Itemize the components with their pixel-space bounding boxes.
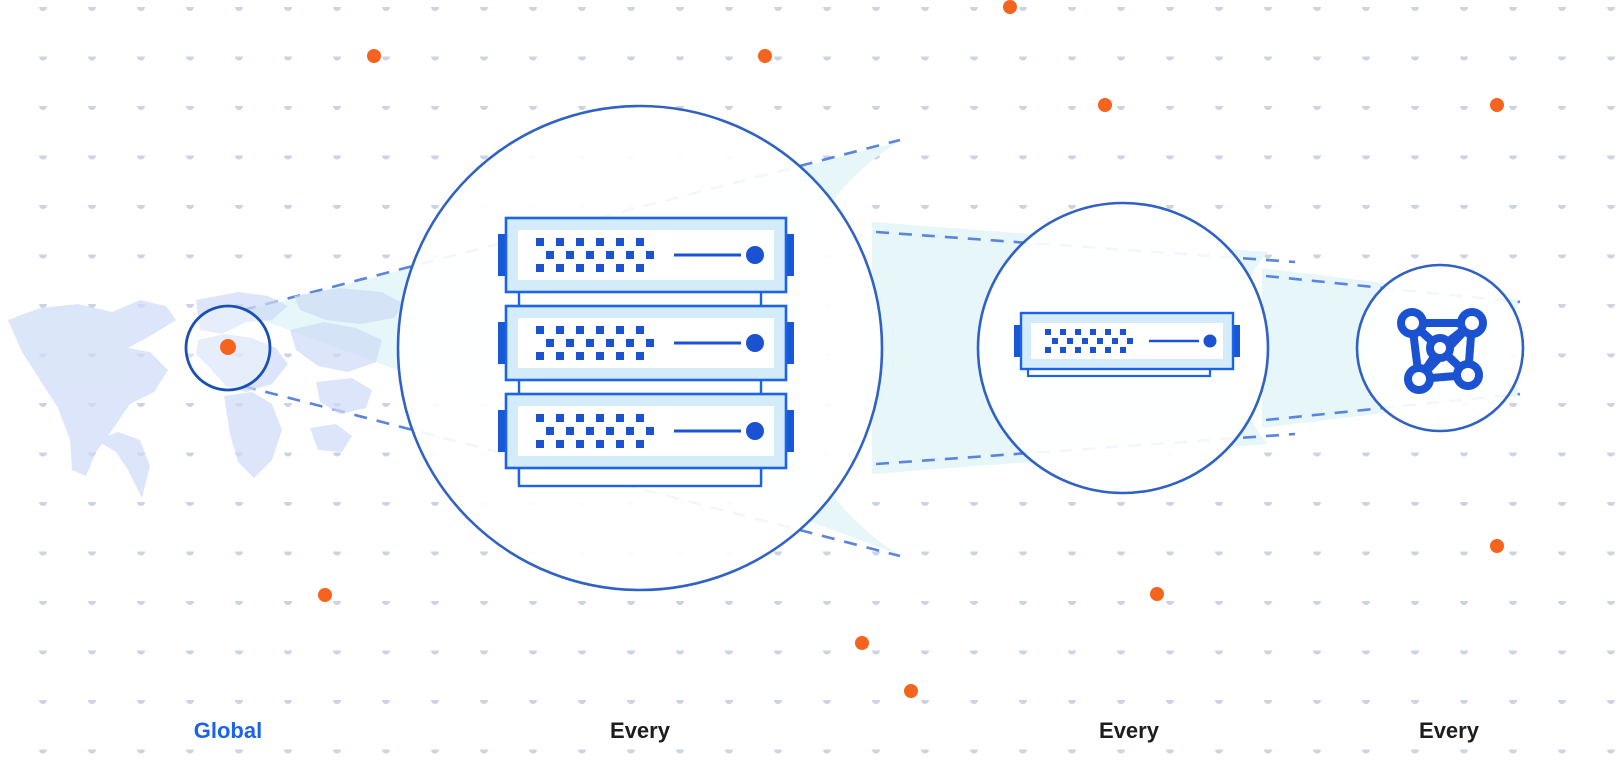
network-node-bottom-right (1453, 360, 1483, 390)
orange-dot (318, 588, 332, 602)
orange-dot (1490, 539, 1504, 553)
orange-dot (904, 684, 918, 698)
orange-dot (1150, 587, 1164, 601)
network-node-top-right (1457, 308, 1487, 338)
orange-dot (1098, 98, 1112, 112)
network-nodes (1397, 308, 1487, 394)
network-node-center (1426, 334, 1454, 362)
orange-dot (855, 636, 869, 650)
orange-dot (758, 49, 772, 63)
orange-accent-dots (220, 0, 1504, 698)
network-node-top-left (1397, 308, 1427, 338)
orange-dot (367, 49, 381, 63)
orange-dot (1003, 0, 1017, 14)
orange-dot (1490, 98, 1504, 112)
network-node-bottom-left (1404, 364, 1434, 394)
orange-dot-map-marker (220, 339, 236, 355)
